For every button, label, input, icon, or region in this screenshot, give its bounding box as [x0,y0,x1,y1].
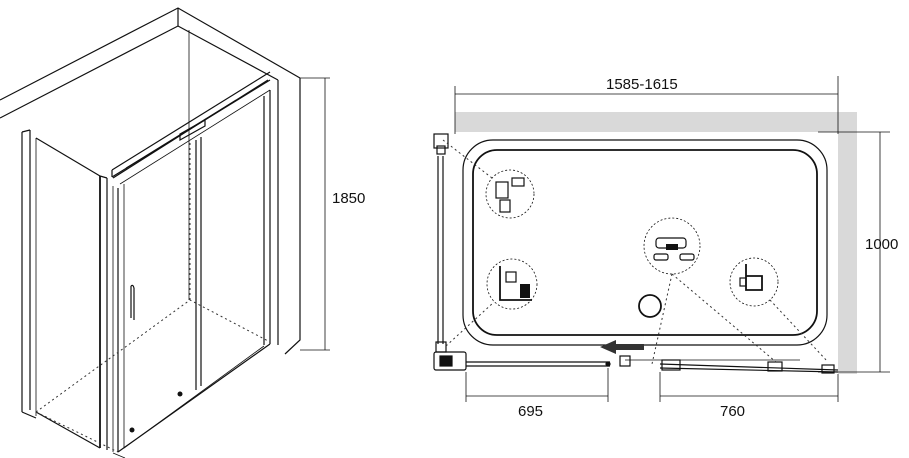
side-panel [35,137,114,452]
width-dimension [454,76,839,134]
width-label: 1585-1615 [606,76,678,93]
fixed-panel-dimension [465,368,609,402]
sliding-door-dimension [659,372,839,402]
plan-view: 1585-1615 1000 [433,76,898,420]
door-panels [112,79,271,458]
detail-callout-right [729,257,829,363]
right-wall [838,112,857,374]
walls-outline [0,7,301,355]
fixed-panel-label: 695 [518,403,543,420]
depth-label: 1000 [865,236,898,253]
height-dimension [300,77,330,351]
sliding-direction-arrow-icon [600,340,644,354]
left-profile [21,129,37,419]
door-handle [130,284,135,320]
drain-icon [638,294,662,318]
back-wall [455,112,857,132]
shower-tray [462,139,828,346]
sliding-door-label: 760 [720,403,745,420]
detail-callout-bottom-left [445,258,538,347]
top-rail [111,71,271,178]
height-label: 1850 [332,190,365,207]
floor-outline [35,140,271,453]
left-wall-profile [433,133,467,371]
bottom-rollers [129,391,183,433]
door-rail [466,355,839,374]
detail-callout-top-left [442,139,535,219]
detail-callout-roller [643,217,777,365]
isometric-view: 1850 [0,7,365,458]
